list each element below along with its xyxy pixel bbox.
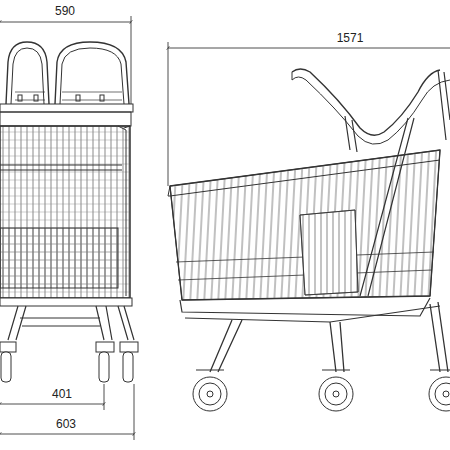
front-view (0, 42, 138, 382)
dimension-label: 590 (53, 4, 77, 18)
dimension-label: 401 (50, 387, 74, 401)
dimension-label: 1571 (335, 31, 366, 45)
dimension-label: 603 (54, 417, 78, 431)
side-view (168, 69, 450, 411)
dimension-lines (0, 16, 450, 440)
